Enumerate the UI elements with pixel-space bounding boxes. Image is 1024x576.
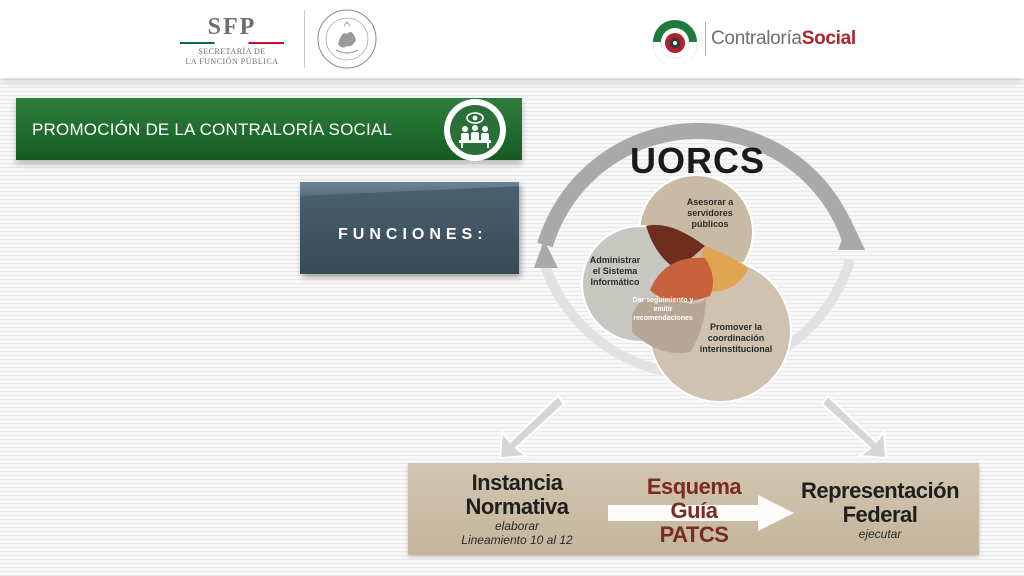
esquema-line1: Esquema (646, 474, 742, 499)
repr-line1: Representación (800, 478, 960, 503)
esquema-line2: Guía (670, 498, 718, 523)
repr-line2: Federal (842, 502, 918, 527)
mexico-seal-icon (317, 9, 377, 69)
contraloria-social-logo-icon (652, 20, 698, 64)
overlap-administrar-promover (632, 297, 706, 354)
cs-text-bold: Social (801, 28, 856, 49)
cycle-arrow-right (838, 218, 865, 250)
arrow-down-left-icon (498, 394, 566, 460)
sfp-title: SFP (207, 14, 257, 40)
cycle-arrow-left (534, 240, 558, 268)
flow-arrow-icon (608, 495, 794, 531)
label-asesorar: Asesorar a servidores públicos (686, 197, 734, 229)
repr-sub: ejecutar (858, 527, 902, 541)
diagram-title: UORCS (630, 140, 766, 181)
instancia-sub2: Lineamiento 10 al 12 (461, 533, 573, 547)
uorcs-diagram (534, 122, 865, 403)
funciones-box: FUNCIONES: (300, 182, 519, 274)
esquema-line3: PATCS (659, 522, 729, 547)
promo-banner: PROMOCIÓN DE LA CONTRALORÍA SOCIAL (16, 98, 522, 161)
sfp-subtitle-2: LA FUNCIÓN PÚBLICA (185, 57, 279, 66)
promo-icon-wrapper (444, 99, 506, 161)
cycle-ring-top (537, 122, 858, 248)
instancia-line2: Normativa (465, 494, 569, 519)
arrow-down-right-icon (820, 394, 888, 460)
label-administrar: Administrar el Sistema Informático (589, 255, 641, 287)
header-bar: SFP SECRETARÍA DE LA FUNCIÓN PÚBLICA Con… (0, 0, 1024, 78)
label-dar-seguimiento: Dar seguimiento y emitir recomendaciones (632, 297, 694, 322)
esquema-block: Esquema Guía PATCS (634, 475, 754, 547)
header-divider (304, 10, 305, 68)
promo-title: PROMOCIÓN DE LA CONTRALORÍA SOCIAL (32, 120, 393, 139)
instancia-sub1: elaborar (494, 519, 540, 533)
people-meeting-eye-icon (450, 105, 500, 155)
sfp-subtitle-1: SECRETARÍA DE (198, 47, 266, 56)
cs-divider (705, 22, 706, 56)
cs-text-regular: Contraloría (711, 28, 802, 49)
sfp-logo: SFP SECRETARÍA DE LA FUNCIÓN PÚBLICA (176, 14, 288, 67)
instancia-line1: Instancia (471, 470, 563, 495)
label-promover: Promover la coordinación interinstitucio… (699, 322, 773, 354)
representacion-block: Representación Federal ejecutar (796, 478, 964, 542)
funciones-label: FUNCIONES: (338, 226, 488, 243)
contraloria-social-wordmark: ContraloríaSocial (711, 28, 856, 50)
sfp-color-line (180, 42, 284, 44)
funciones-sheen (300, 182, 519, 196)
overlap-center (650, 257, 714, 302)
instancia-block: Instancia Normativa elaborar Lineamiento… (442, 470, 592, 548)
bottom-panel: Instancia Normativa elaborar Lineamiento… (408, 463, 979, 555)
